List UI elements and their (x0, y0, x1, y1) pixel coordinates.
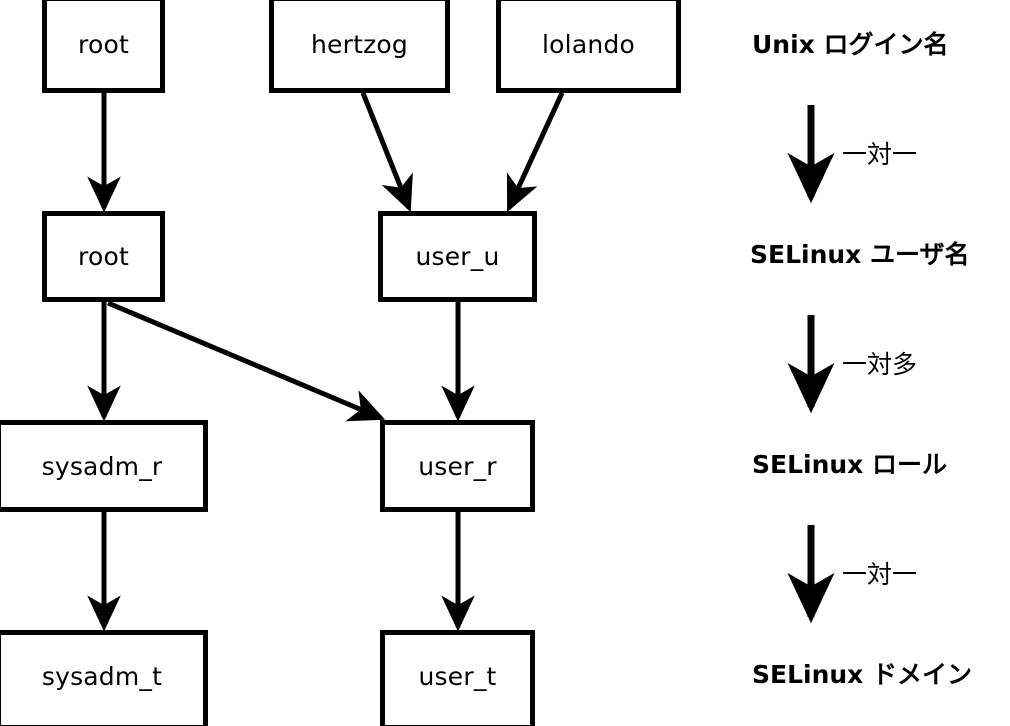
node-domain-sysadm-t[interactable]: sysadm_t (0, 630, 208, 726)
legend-cardinality-login-to-user: 一対一 (842, 140, 918, 169)
node-role-user-r[interactable]: user_r (380, 420, 535, 512)
legend-tier-selinux-user: SELinux ユーザ名 (750, 240, 970, 269)
node-label: hertzog (311, 30, 408, 59)
node-seuser-root[interactable]: root (42, 211, 165, 302)
legend-tier-unix-login: Unix ログイン名 (752, 30, 949, 59)
legend-cardinality-role-to-domain: 一対一 (842, 560, 918, 589)
node-label: user_r (418, 451, 497, 481)
legend-tier-selinux-domain: SELinux ドメイン (752, 660, 973, 689)
node-login-root[interactable]: root (42, 0, 165, 93)
legend-cardinality-user-to-role: 一対多 (842, 350, 918, 379)
edge-hertzog-to-user-u (360, 92, 413, 213)
node-label: user_u (415, 242, 500, 271)
node-label: root (78, 242, 129, 271)
legend-tier-selinux-role: SELinux ロール (752, 450, 948, 479)
node-login-lolando[interactable]: lolando (496, 0, 681, 93)
node-label: root (78, 30, 129, 59)
edge-lolando-to-user-u (506, 91, 565, 213)
node-domain-user-t[interactable]: user_t (380, 630, 535, 726)
node-label: sysadm_t (41, 661, 163, 691)
edge-seuser-root-to-user-r (107, 300, 386, 422)
node-role-sysadm-r[interactable]: sysadm_r (0, 420, 208, 512)
node-login-hertzog[interactable]: hertzog (269, 0, 450, 93)
node-seuser-user-u[interactable]: user_u (378, 211, 537, 302)
node-label: sysadm_r (41, 451, 163, 481)
node-label: lolando (542, 30, 635, 59)
node-label: user_t (418, 661, 497, 691)
